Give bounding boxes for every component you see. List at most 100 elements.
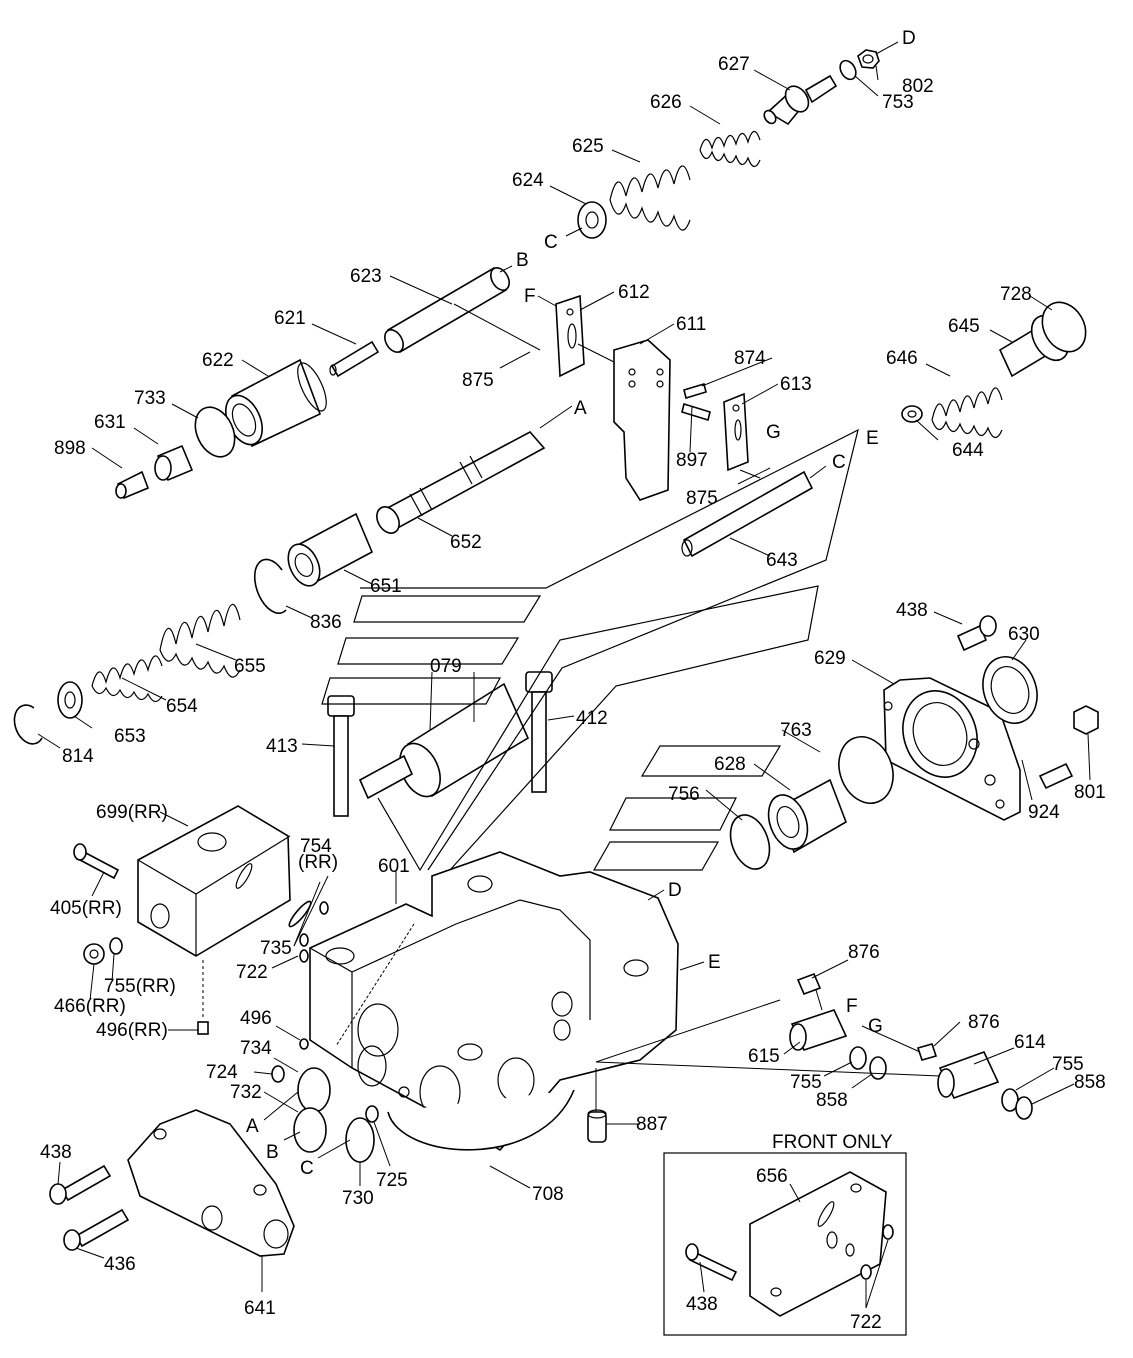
label-708: 708 [532, 1184, 564, 1205]
part-802-nut [857, 49, 880, 69]
label-438c: 438 [686, 1294, 718, 1315]
label-D-top: D [902, 28, 916, 49]
label-924: 924 [1028, 802, 1060, 823]
part-801-nut [1073, 705, 1099, 735]
label-730: 730 [342, 1188, 374, 1209]
part-735-seal [288, 900, 312, 928]
label-A-bot: A [246, 1116, 259, 1137]
label-814: 814 [62, 746, 94, 767]
part-630-ring [982, 656, 1038, 724]
part-651 [287, 512, 374, 587]
label-G-614: G [868, 1016, 883, 1037]
part-897-pin [681, 402, 711, 422]
part-643-shaft [681, 470, 814, 558]
label-F-612: F [524, 286, 536, 307]
label-629: 629 [814, 648, 846, 669]
part-722-oring-c [860, 1264, 872, 1280]
part-631 [154, 444, 194, 482]
label-887: 887 [636, 1114, 668, 1135]
label-438b: 438 [40, 1142, 72, 1163]
label-631: 631 [94, 412, 126, 433]
label-626: 626 [650, 92, 682, 113]
part-754-oring-a [319, 901, 329, 915]
part-601-body [309, 851, 679, 1152]
part-655-spring [159, 603, 241, 678]
label-876b: 876 [968, 1012, 1000, 1033]
label-755a: 755 [790, 1072, 822, 1093]
label-725: 725 [376, 1170, 408, 1191]
label-079: 079 [430, 656, 462, 677]
label-630: 630 [1008, 624, 1040, 645]
part-876-pin-a [796, 972, 822, 996]
part-656-plate [749, 1171, 887, 1317]
part-654-spring [91, 655, 163, 703]
label-E-644: E [866, 428, 879, 449]
part-887-pin [587, 1109, 607, 1143]
part-728-oring [1041, 301, 1087, 353]
label-627: 627 [718, 54, 750, 75]
label-496rr: 496(RR) [96, 1020, 168, 1041]
label-496: 496 [240, 1008, 272, 1029]
label-B-bot: B [266, 1142, 279, 1163]
label-735: 735 [260, 938, 292, 959]
label-466rr: 466(RR) [54, 996, 126, 1017]
part-624-washer [577, 201, 607, 239]
label-724: 724 [206, 1062, 238, 1083]
part-876-pin-b [916, 1043, 938, 1061]
label-733: 733 [134, 388, 166, 409]
label-F-876: F [846, 996, 858, 1017]
label-654: 654 [166, 696, 198, 717]
part-858-ring-b [1015, 1096, 1033, 1120]
part-436-bolt [63, 1208, 130, 1251]
label-405rr: 405(RR) [50, 898, 122, 919]
part-858-ring-a [869, 1056, 887, 1080]
label-651: 651 [370, 576, 402, 597]
label-652: 652 [450, 532, 482, 553]
label-613: 613 [780, 374, 812, 395]
part-653-washer [57, 681, 83, 719]
label-622: 622 [202, 350, 234, 371]
part-836-snapring [253, 558, 287, 614]
label-layer: D 627 802 753 626 625 624 C B 623 F 612 … [40, 28, 1106, 1333]
label-802: 802 [902, 76, 934, 97]
leader-lines [37, 41, 1091, 1309]
label-874: 874 [734, 348, 766, 369]
label-755b: 755 [1052, 1054, 1084, 1075]
label-646: 646 [886, 348, 918, 369]
label-C-643: C [832, 452, 846, 473]
part-763-oring [838, 736, 894, 804]
label-G-613: G [766, 422, 781, 443]
part-898-pin [115, 470, 150, 500]
label-412: 412 [576, 708, 608, 729]
label-601: 601 [378, 856, 410, 877]
part-708-oring [387, 1089, 575, 1151]
front-only-box [663, 1152, 907, 1336]
part-611-lever [613, 339, 671, 501]
part-756-oring [729, 814, 771, 870]
label-897: 897 [676, 450, 708, 471]
label-876a: 876 [848, 942, 880, 963]
part-628-plug [767, 778, 847, 854]
part-753-oring [839, 59, 857, 81]
part-623-sleeve [384, 266, 510, 354]
label-801: 801 [1074, 782, 1106, 803]
part-730-oring [345, 1117, 375, 1163]
label-438a: 438 [896, 600, 928, 621]
part-814-snapring [13, 704, 43, 745]
part-405-bolt [73, 843, 120, 880]
part-614-plug [937, 1050, 1000, 1100]
part-613-plate [723, 392, 749, 472]
label-734: 734 [240, 1038, 272, 1059]
label-763: 763 [780, 720, 812, 741]
part-625-spring [609, 165, 691, 231]
label-A-652: A [574, 398, 587, 419]
part-699-block [137, 805, 291, 957]
label-E-601: E [708, 952, 721, 973]
part-924-stud [1038, 762, 1074, 790]
label-732: 732 [230, 1082, 262, 1103]
flow-stripes [321, 428, 859, 872]
part-722-oring [299, 949, 309, 963]
part-724-oring [271, 1065, 285, 1083]
